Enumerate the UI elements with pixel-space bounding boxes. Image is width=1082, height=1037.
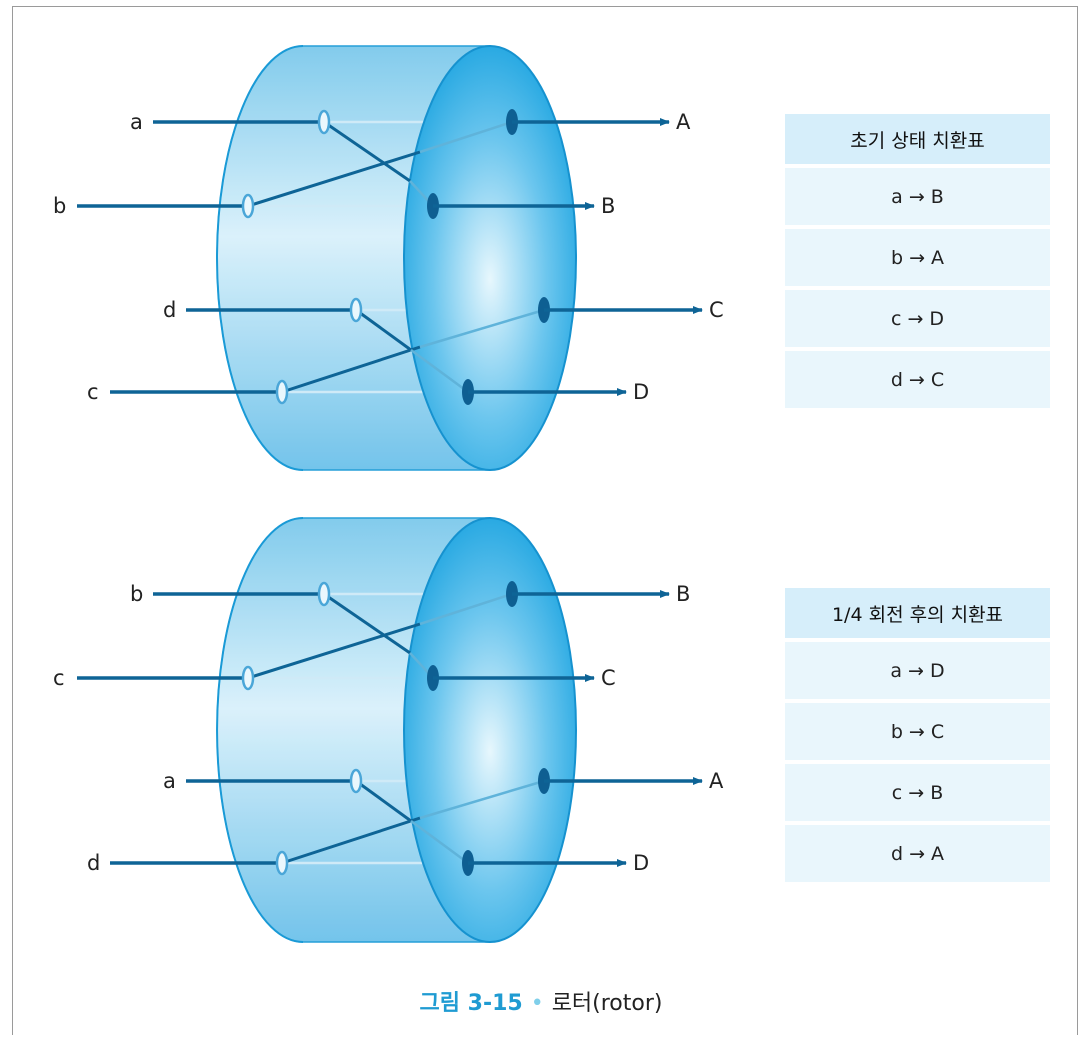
rotor-1: a b d c A B C D	[53, 45, 724, 471]
rotor-1-output-label: D	[633, 380, 649, 404]
rotor-1-input-pins	[241, 109, 363, 405]
rotor-2-output-label: C	[601, 666, 616, 690]
table-row: b → A	[785, 229, 1050, 286]
rotor-1-output-label: C	[709, 298, 724, 322]
rotor-2-cross-wires	[247, 592, 421, 865]
rotor-1-input-label: a	[130, 110, 143, 134]
rotor-2-input-wires	[77, 592, 352, 865]
rotated-substitution-table: 1/4 회전 후의 치환표 a → D b → C c → B d → A	[785, 588, 1050, 886]
rotor-1-output-label: A	[676, 110, 691, 134]
table-title: 1/4 회전 후의 치환표	[785, 588, 1050, 638]
table-row: c → D	[785, 290, 1050, 347]
rotor-2-output-label: D	[633, 851, 649, 875]
table-row: a → D	[785, 642, 1050, 699]
rotor-1-cross-wires	[247, 120, 421, 394]
table-title: 초기 상태 치환표	[785, 114, 1050, 164]
rotor-2-front-face	[403, 517, 577, 943]
rotor-1-input-label: d	[163, 298, 176, 322]
rotor-2-output-label: A	[709, 769, 724, 793]
rotor-1-input-label: b	[53, 194, 66, 218]
rotor-2-input-pins	[241, 581, 363, 876]
rotor-2-input-label: c	[53, 666, 65, 690]
rotor-2: b c a d B C A D	[53, 517, 724, 943]
caption-text: 로터(rotor)	[551, 991, 663, 1016]
table-row: c → B	[785, 764, 1050, 821]
rotor-2-output-arrows	[433, 590, 703, 867]
initial-substitution-table: 초기 상태 치환표 a → B b → A c → D d → C	[785, 114, 1050, 412]
rotor-1-output-arrows	[433, 118, 703, 396]
table-row: d → C	[785, 351, 1050, 408]
table-row: d → A	[785, 825, 1050, 882]
figure-number: 그림 3-15	[419, 991, 523, 1016]
rotor-1-front-face	[403, 45, 577, 471]
rotor-2-input-label: d	[87, 851, 100, 875]
rotor-1-back-rim	[216, 45, 304, 471]
rotor-2-output-label: B	[676, 582, 690, 606]
rotor-1-input-label: c	[87, 380, 99, 404]
figure-frame	[12, 6, 1078, 1035]
rotor-2-back-rim	[216, 517, 304, 943]
table-row: a → B	[785, 168, 1050, 225]
figure-caption: 그림 3-15 • 로터(rotor)	[0, 985, 1082, 1017]
caption-separator: •	[530, 991, 544, 1016]
rotor-2-input-label: a	[163, 769, 176, 793]
rotor-1-output-label: B	[601, 194, 615, 218]
rotor-2-input-label: b	[130, 582, 143, 606]
rotor-1-input-wires	[77, 120, 352, 394]
table-row: b → C	[785, 703, 1050, 760]
